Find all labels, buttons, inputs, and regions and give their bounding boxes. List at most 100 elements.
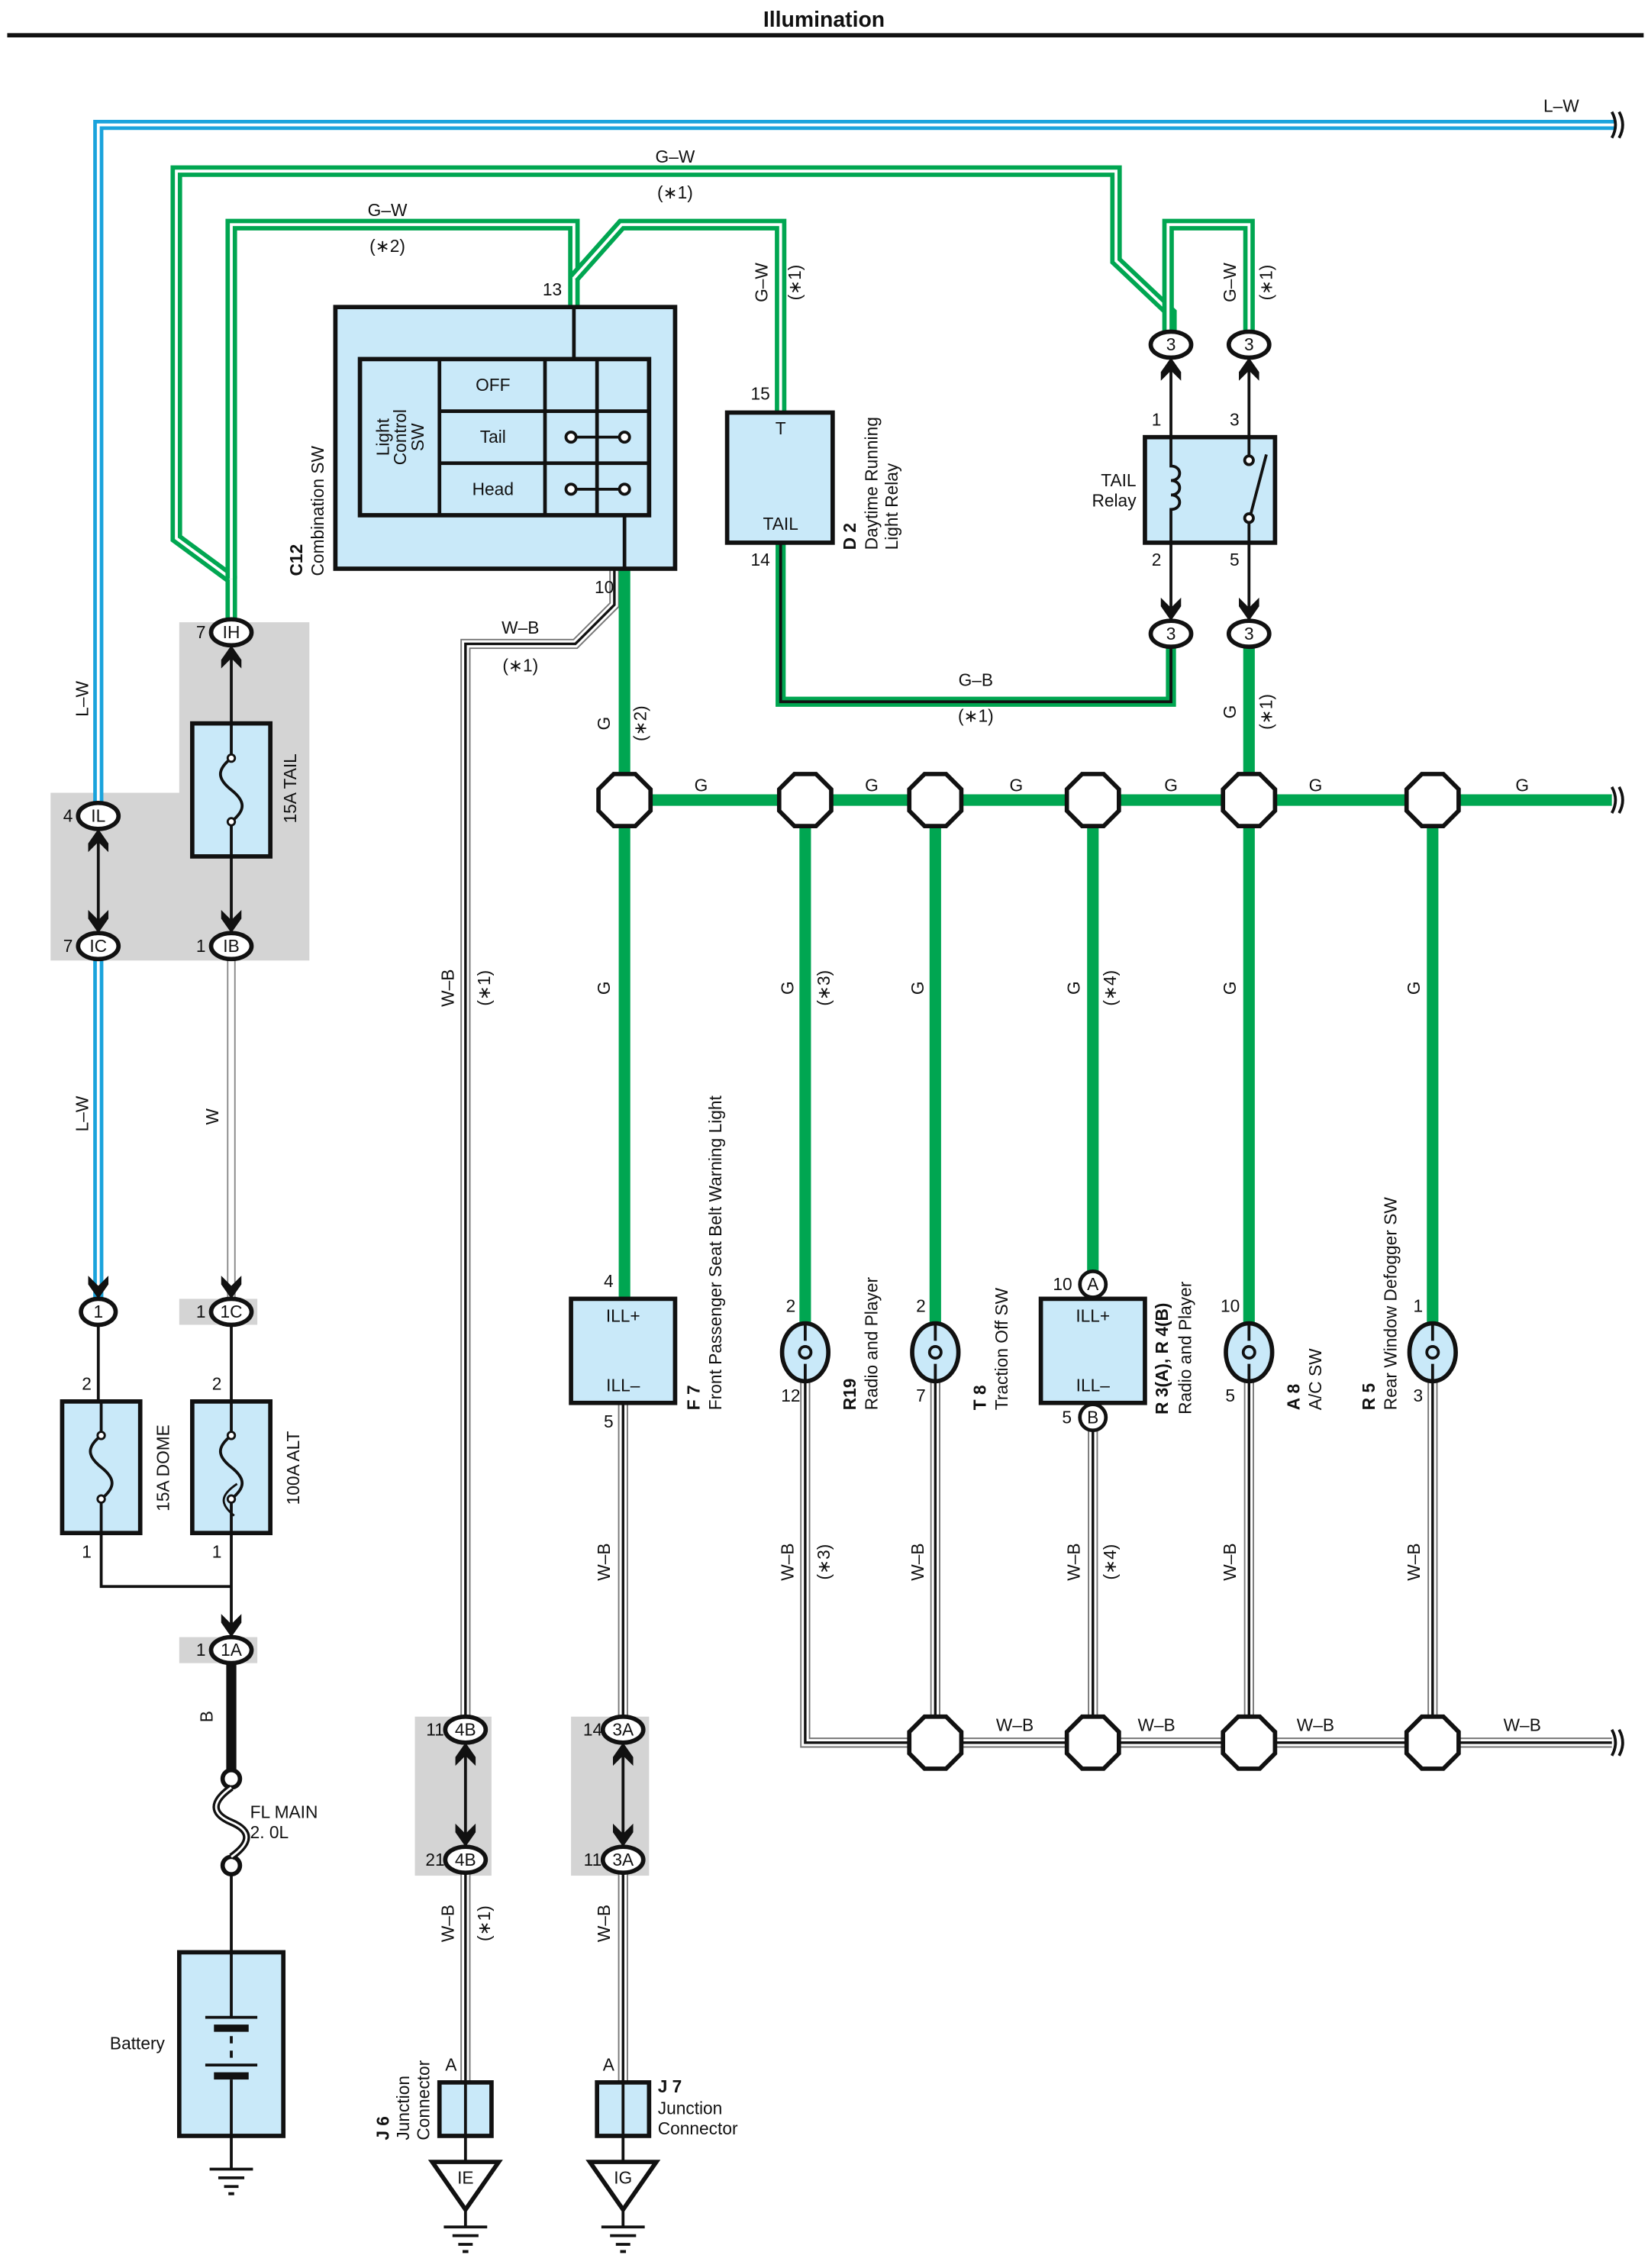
wire-color-label: G — [1010, 776, 1024, 795]
ground-icon — [443, 2225, 488, 2253]
fusible-link-icon — [214, 1786, 248, 1858]
connector-id: IH — [223, 622, 240, 642]
relay-connector — [1226, 618, 1272, 650]
wire-color-label: G — [594, 981, 614, 995]
seat-belt-warning-light — [569, 1296, 678, 1405]
splice-point — [907, 1714, 964, 1771]
pin-number: 12 — [781, 1386, 800, 1405]
connector-id: 3A — [612, 1850, 634, 1870]
connector-id: 3 — [1166, 624, 1176, 644]
component-code: A 8 — [1284, 1384, 1304, 1411]
pin-number: 2 — [82, 1374, 92, 1394]
wire-color-label: (∗1) — [474, 1905, 494, 1941]
connector-c3a_bot — [600, 1844, 646, 1876]
junction-block-area — [50, 622, 310, 961]
connector-a — [1078, 1269, 1108, 1299]
pin-number: 1 — [196, 1640, 206, 1660]
bulb-filament-icon — [1241, 1345, 1256, 1360]
pin-number: 7 — [63, 936, 73, 956]
switch-contact — [618, 482, 631, 496]
pin-number: 4 — [604, 1271, 614, 1291]
component-name: Connector — [413, 2060, 433, 2140]
terminal-label: T — [776, 418, 786, 438]
wire-color-label: G–B — [959, 669, 993, 689]
battery-plate — [214, 2024, 249, 2032]
wire-color-label: G — [594, 717, 614, 731]
pin-number: 7 — [916, 1386, 926, 1405]
splice-point — [907, 772, 964, 828]
wire-color-label: G — [1404, 981, 1424, 995]
wire-break-mark — [1610, 111, 1624, 139]
pin-number: 1 — [1152, 410, 1162, 430]
wire-color-label: G — [1309, 776, 1323, 795]
fuse-terminal — [96, 1431, 106, 1440]
wire-color-label: W–B — [594, 1543, 614, 1580]
page-title: Illumination — [763, 8, 885, 32]
wire-color-label: G — [695, 776, 708, 795]
arrow-icon — [612, 1823, 634, 1847]
wire-lw-core — [96, 123, 1617, 803]
wire-gw-core — [230, 223, 576, 579]
fuse-element-icon — [218, 1401, 244, 1534]
switch-position-label: OFF — [476, 375, 510, 395]
battery-cell-icon — [205, 1952, 258, 2136]
fuse-label: 100A ALT — [283, 1431, 303, 1505]
connector-id: 3 — [1166, 334, 1176, 354]
connector-id: B — [1087, 1407, 1098, 1427]
component-code: D 2 — [840, 523, 859, 550]
terminal-label: TAIL — [763, 514, 798, 534]
wire-color-label: (∗4) — [1100, 1544, 1120, 1580]
wire-color-label: (∗1) — [474, 970, 494, 1006]
component-name: Junction — [393, 2076, 413, 2141]
wire-color-label: W–B — [1504, 1715, 1541, 1735]
ground-point-label: IE — [457, 2167, 473, 2187]
wire-color-label: B — [196, 1711, 216, 1722]
component-code: T 8 — [970, 1385, 990, 1410]
component-code: J 7 — [658, 2076, 682, 2096]
relay-connector — [1226, 329, 1272, 360]
wire-color-label: (∗1) — [958, 706, 994, 726]
battery-plate — [214, 2072, 249, 2080]
connector-id: IL — [91, 805, 105, 825]
component-code: R19 — [840, 1379, 859, 1411]
wire-wb-core — [464, 569, 616, 1717]
pin-number: 21 — [425, 1850, 444, 1870]
splice-point — [1064, 772, 1121, 828]
switch-contact — [564, 482, 578, 496]
arrow-icon — [612, 1742, 634, 1766]
ground-point-label: IG — [614, 2167, 632, 2187]
arrow-icon — [221, 1276, 242, 1299]
pin-number: 13 — [543, 279, 562, 299]
pin-letter: A — [445, 2055, 457, 2075]
connector-id: 3A — [612, 1719, 634, 1739]
component-name: Front Passenger Seat Belt Warning Light — [705, 1095, 725, 1410]
switch-name: Control — [390, 409, 410, 465]
component-name: Radio and Player — [1176, 1281, 1195, 1415]
relay-contact — [1243, 512, 1255, 524]
wire-wb-core — [462, 569, 618, 1717]
arrow-icon — [1239, 597, 1259, 621]
wire-color-label: G–W — [752, 263, 772, 302]
ground-icon — [601, 2225, 645, 2253]
fuse-element-icon — [89, 1401, 114, 1534]
pin-number: 5 — [1225, 1386, 1235, 1405]
wire-color-label: W–B — [1137, 1715, 1175, 1735]
wire-color-label: W–B — [1297, 1715, 1334, 1735]
pin-number: 2 — [212, 1374, 222, 1394]
connector-id: 1C — [220, 1302, 242, 1321]
wire-color-label: (∗1) — [657, 182, 693, 202]
pin-number: 7 — [196, 622, 206, 642]
splice-point — [1404, 772, 1461, 828]
wire-wb — [460, 569, 620, 1717]
splice-point — [1221, 1714, 1278, 1771]
wire-color-label: G — [1220, 705, 1240, 719]
ground-icon — [209, 2167, 253, 2195]
wire-color-label: (∗2) — [630, 705, 650, 741]
wire-color-label: W–B — [438, 969, 458, 1007]
component-name: Junction — [658, 2099, 723, 2118]
component-name: Light Relay — [882, 463, 901, 550]
wire-color-label: (∗1) — [502, 655, 538, 675]
splice-point — [1064, 1714, 1121, 1771]
pin-number: 14 — [583, 1719, 602, 1739]
